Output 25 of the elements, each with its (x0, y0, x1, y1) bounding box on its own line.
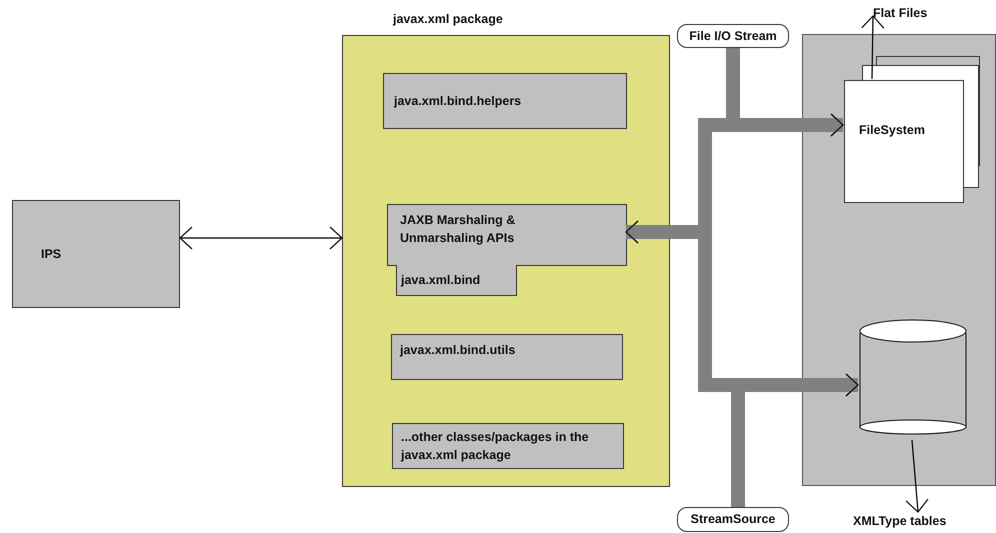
package-box (383, 73, 627, 129)
package-box (392, 423, 624, 469)
leader-line (905, 440, 929, 513)
package-box (391, 334, 623, 380)
leader-line (861, 15, 884, 80)
node-label: File I/O Stream (689, 28, 777, 45)
node-label: IPS (41, 246, 62, 263)
package-heading: javax.xml package (393, 11, 503, 28)
stream-box (677, 24, 789, 48)
storage-panel (802, 34, 996, 486)
stream-box (677, 507, 789, 532)
node-label: XMLType tables (853, 514, 946, 528)
node-label: JAXB Marshaling & Unmarshaling APIs (400, 213, 516, 245)
node-label: FileSystem (859, 122, 926, 139)
file-box (844, 80, 964, 203)
node-label: java.xml.bind.helpers (394, 92, 522, 110)
system-box (12, 200, 180, 308)
arrow (179, 226, 343, 250)
node-label: StreamSource (690, 511, 776, 528)
api-box (387, 204, 627, 266)
node-label: java.xml.bind (401, 272, 480, 289)
package-tab (396, 265, 517, 296)
node-label: Flat Files (873, 6, 928, 20)
node-label: javax.xml.bind.utils (400, 343, 516, 357)
node-label: ...other classes/packages in the javax.xml package (401, 430, 589, 462)
